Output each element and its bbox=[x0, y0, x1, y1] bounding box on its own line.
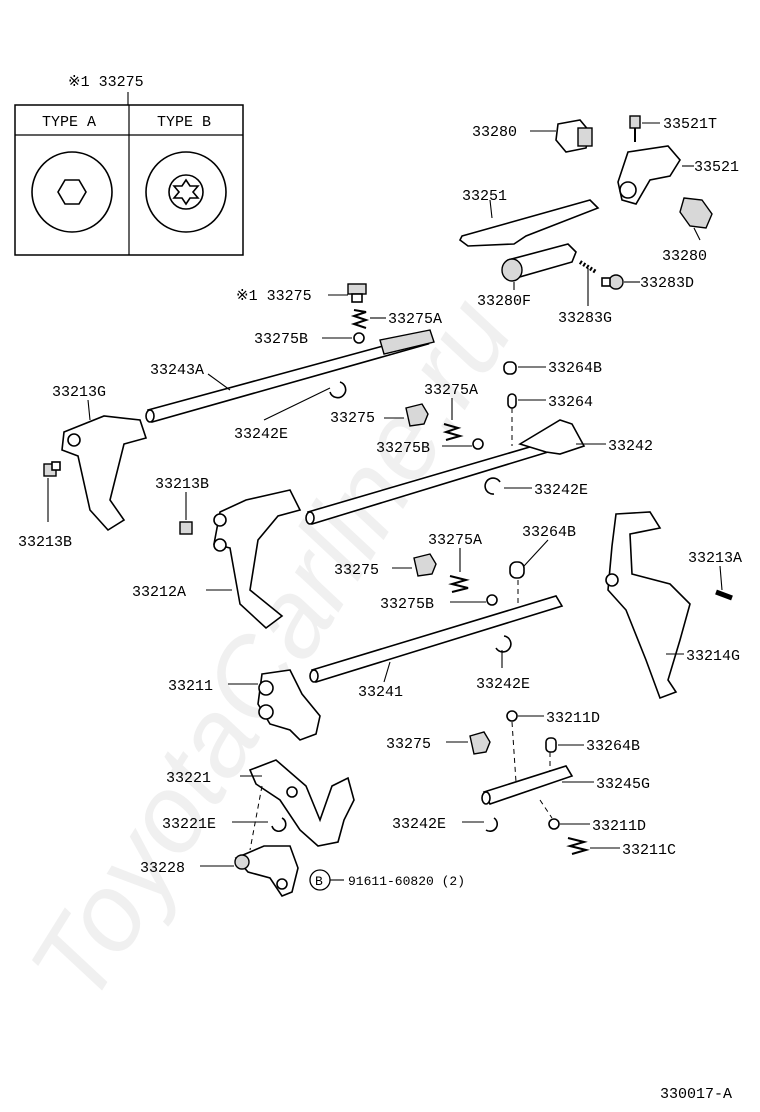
part-33213b-screw-1 bbox=[43, 461, 61, 477]
label-33264b-2: 33264B bbox=[522, 524, 576, 541]
part-33228-lever bbox=[234, 845, 299, 897]
part-33280-plug-top bbox=[555, 119, 593, 153]
diagram-id: 330017-A bbox=[660, 1086, 732, 1103]
part-33264b-pin-1 bbox=[503, 361, 517, 375]
part-33275a-spring-3 bbox=[448, 575, 470, 593]
label-33211c: 33211C bbox=[622, 842, 676, 859]
label-33275a-2: 33275A bbox=[424, 382, 478, 399]
label-33275b-1: 33275B bbox=[254, 331, 308, 348]
label-33242e-4: 33242E bbox=[392, 816, 446, 833]
label-33280-right: 33280 bbox=[662, 248, 707, 265]
part-33275a-spring-2 bbox=[442, 423, 464, 441]
label-33275a-3: 33275A bbox=[428, 532, 482, 549]
part-33242e-snap-ring-1 bbox=[329, 381, 347, 399]
part-33275-plug-1 bbox=[405, 403, 429, 427]
label-33243a: 33243A bbox=[150, 362, 204, 379]
label-33213a: 33213A bbox=[688, 550, 742, 567]
label-33212a: 33212A bbox=[132, 584, 186, 601]
label-33211: 33211 bbox=[168, 678, 213, 695]
part-33214g-shift-fork bbox=[605, 511, 691, 700]
part-33283g-spring bbox=[578, 260, 598, 274]
label-33211d-2: 33211D bbox=[592, 818, 646, 835]
part-33212a-shift-fork bbox=[213, 489, 302, 630]
label-33211d-1: 33211D bbox=[546, 710, 600, 727]
label-33283g: 33283G bbox=[558, 310, 612, 327]
label-33242e-1: 33242E bbox=[234, 426, 288, 443]
label-33275-1: 33275 bbox=[330, 410, 375, 427]
label-33221: 33221 bbox=[166, 770, 211, 787]
part-33275b-ball-2 bbox=[472, 438, 484, 450]
label-33213b-1: 33213B bbox=[18, 534, 72, 551]
label-33241: 33241 bbox=[358, 684, 403, 701]
label-33228: 33228 bbox=[140, 860, 185, 877]
part-33242-shift-shaft bbox=[305, 419, 586, 525]
part-33221e-snap-ring bbox=[271, 817, 287, 832]
part-33213a-pin bbox=[715, 589, 733, 601]
type-box: ※1 33275 TYPE A TYPE B bbox=[14, 74, 244, 256]
label-33213b-2: 33213B bbox=[155, 476, 209, 493]
part-33275b-ball-1 bbox=[353, 332, 365, 344]
part-33521-shift-head bbox=[617, 145, 681, 205]
part-33211c-spring bbox=[566, 837, 590, 855]
callout-b-letter: B bbox=[315, 874, 323, 889]
part-33211d-ball-2 bbox=[548, 818, 560, 830]
part-33243a-shift-shaft bbox=[145, 329, 435, 423]
part-33242e-snap-ring-2 bbox=[484, 477, 501, 495]
label-33242: 33242 bbox=[608, 438, 653, 455]
label-33264b-3: 33264B bbox=[586, 738, 640, 755]
part-33275a-spring-1 bbox=[350, 309, 370, 329]
part-33213g-shift-fork bbox=[61, 415, 148, 532]
label-33214g: 33214G bbox=[686, 648, 740, 665]
type-b-label: TYPE B bbox=[157, 114, 211, 131]
part-33275b-ball-3 bbox=[486, 594, 498, 606]
label-91611-60820: 91611-60820 (2) bbox=[348, 874, 465, 889]
label-33280-top: 33280 bbox=[472, 124, 517, 141]
callout-b: B bbox=[309, 869, 331, 891]
label-33275-star: ※1 33275 bbox=[236, 288, 312, 305]
part-33521t-bolt bbox=[629, 115, 641, 142]
part-33221-shift-fork bbox=[248, 759, 355, 847]
part-33264-pin bbox=[507, 393, 517, 409]
label-33521: 33521 bbox=[694, 159, 739, 176]
part-33241-shift-shaft bbox=[309, 595, 564, 683]
label-33275-3: 33275 bbox=[386, 736, 431, 753]
label-33283d: 33283D bbox=[640, 275, 694, 292]
part-33264b-pin-3 bbox=[545, 737, 557, 753]
part-33275-plug-3 bbox=[469, 731, 491, 755]
label-33280f: 33280F bbox=[477, 293, 531, 310]
label-33264b-1: 33264B bbox=[548, 360, 602, 377]
part-33245g-shift-shaft bbox=[481, 765, 574, 805]
part-33242e-snap-ring-4 bbox=[485, 817, 498, 833]
label-33245g: 33245G bbox=[596, 776, 650, 793]
label-33251: 33251 bbox=[462, 188, 507, 205]
label-33275b-2: 33275B bbox=[376, 440, 430, 457]
label-33242e-3: 33242E bbox=[476, 676, 530, 693]
torx-head-type-b bbox=[145, 151, 227, 233]
part-33280-plug-right bbox=[679, 197, 713, 229]
part-33283d-bolt bbox=[601, 274, 624, 290]
part-33211d-ball-1 bbox=[506, 710, 518, 722]
label-33242e-2: 33242E bbox=[534, 482, 588, 499]
label-33275a-1: 33275A bbox=[388, 311, 442, 328]
part-33275-plug-2 bbox=[413, 553, 437, 577]
part-33242e-snap-ring-3 bbox=[495, 635, 512, 653]
label-33221e: 33221E bbox=[162, 816, 216, 833]
part-33275-star-plug bbox=[347, 283, 367, 303]
part-33280f-plug bbox=[501, 243, 577, 282]
label-33264: 33264 bbox=[548, 394, 593, 411]
type-a-label: TYPE A bbox=[42, 114, 96, 131]
label-33275-2: 33275 bbox=[334, 562, 379, 579]
part-33251-shift-lever bbox=[458, 199, 600, 247]
part-33213b-screw-2 bbox=[179, 521, 193, 535]
type-box-callout: ※1 33275 bbox=[68, 74, 144, 91]
label-33213g: 33213G bbox=[52, 384, 106, 401]
label-33275b-3: 33275B bbox=[380, 596, 434, 613]
part-33264b-pin-2 bbox=[509, 561, 525, 579]
hex-head-type-a bbox=[31, 151, 113, 233]
part-33211-shift-head bbox=[257, 669, 321, 741]
label-33521t: 33521T bbox=[663, 116, 717, 133]
